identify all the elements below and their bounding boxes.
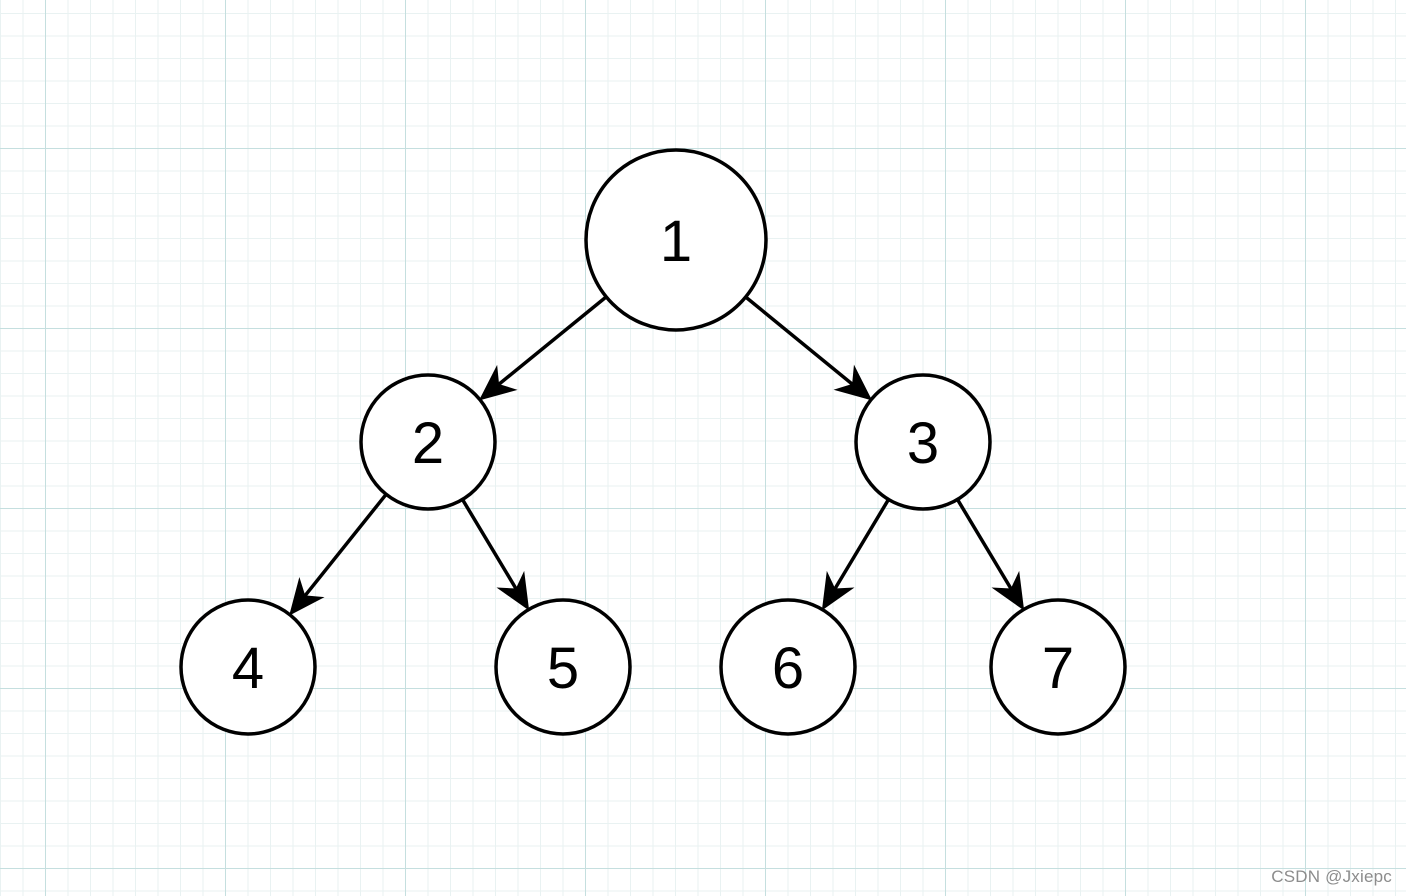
tree-node-7: 7 bbox=[989, 598, 1127, 736]
node-label: 4 bbox=[232, 636, 264, 701]
tree-node-1: 1 bbox=[584, 148, 768, 332]
node-circle bbox=[719, 598, 857, 736]
tree-node-5: 5 bbox=[494, 598, 632, 736]
node-label: 7 bbox=[1042, 636, 1074, 701]
edge-line bbox=[744, 295, 854, 386]
edge-3-to-6 bbox=[821, 498, 891, 611]
node-label: 3 bbox=[907, 411, 939, 476]
arrowhead-icon bbox=[289, 577, 325, 616]
tree-node-2: 2 bbox=[359, 373, 497, 511]
edge-1-to-3 bbox=[744, 295, 873, 401]
edge-2-to-5 bbox=[460, 498, 530, 611]
node-circle bbox=[494, 598, 632, 736]
edge-3-to-7 bbox=[955, 498, 1025, 611]
arrowhead-icon bbox=[478, 364, 518, 401]
node-circle bbox=[584, 148, 768, 332]
tree-node-3: 3 bbox=[854, 373, 992, 511]
node-label: 2 bbox=[412, 411, 444, 476]
node-label: 6 bbox=[772, 636, 804, 701]
edge-line bbox=[303, 493, 388, 598]
edges-layer bbox=[289, 295, 1025, 616]
edge-2-to-4 bbox=[289, 493, 388, 616]
arrowhead-icon bbox=[833, 364, 873, 401]
node-label: 5 bbox=[547, 636, 579, 701]
node-circle bbox=[179, 598, 317, 736]
node-label: 1 bbox=[660, 209, 692, 274]
edge-1-to-2 bbox=[478, 295, 608, 401]
edge-line bbox=[833, 498, 891, 590]
arrowhead-icon bbox=[821, 570, 855, 611]
node-circle bbox=[854, 373, 992, 511]
arrowhead-icon bbox=[496, 570, 530, 611]
edge-line bbox=[955, 498, 1013, 590]
node-circle bbox=[989, 598, 1127, 736]
node-circle bbox=[359, 373, 497, 511]
tree-node-4: 4 bbox=[179, 598, 317, 736]
arrowhead-icon bbox=[991, 570, 1025, 611]
tree-node-6: 6 bbox=[719, 598, 857, 736]
edge-line bbox=[460, 498, 518, 590]
watermark-text: CSDN @Jxiepc bbox=[1271, 867, 1392, 886]
nodes-layer: 1 2 3 4 5 6 7 bbox=[179, 148, 1127, 736]
edge-line bbox=[497, 295, 608, 386]
